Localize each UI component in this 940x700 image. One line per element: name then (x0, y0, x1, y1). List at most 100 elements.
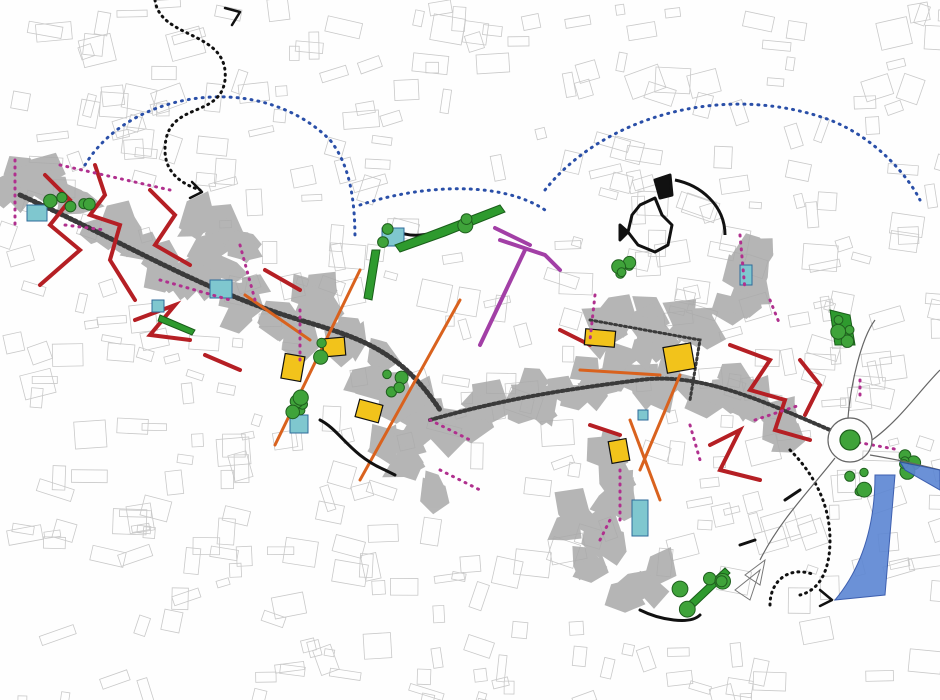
basemap-building (511, 620, 529, 640)
basemap-building (623, 63, 667, 100)
built-block (569, 356, 600, 381)
basemap-building (761, 39, 792, 52)
basemap-building (635, 645, 657, 673)
basemap-building (390, 577, 419, 596)
basemap-building (441, 252, 464, 265)
basemap-building (208, 176, 239, 192)
basemap-building (165, 25, 207, 62)
basemap-building (136, 677, 155, 700)
basemap-building (664, 7, 682, 19)
basemap-building (748, 201, 762, 210)
basemap-building (887, 437, 900, 447)
basemap-building (503, 680, 515, 695)
basemap-building (328, 224, 345, 253)
built-block (554, 488, 590, 532)
basemap-building (331, 559, 369, 588)
basemap-building (813, 116, 831, 144)
basemap-building (846, 385, 873, 412)
tree-icon (856, 481, 873, 498)
basemap-building (371, 134, 393, 146)
basemap-building (813, 298, 834, 310)
tree-icon (859, 467, 869, 478)
basemap-building (495, 654, 508, 683)
basemap-building (574, 59, 601, 84)
tree-icon (844, 325, 855, 335)
basemap-building (428, 0, 453, 17)
tree-icon (56, 191, 68, 204)
basemap-building (237, 81, 271, 104)
basemap-building (614, 3, 626, 16)
basemap-building (111, 128, 130, 141)
basemap-building (282, 536, 319, 568)
basemap-building (133, 614, 152, 638)
basemap-building (51, 465, 67, 491)
magenta-dotted-paths (13, 158, 902, 542)
basemap-building (120, 83, 158, 114)
basemap-building (913, 3, 931, 27)
basemap-building (89, 544, 127, 568)
basemap-building (356, 55, 383, 75)
basemap-building (860, 350, 893, 368)
basemap-building (708, 683, 738, 700)
basemap-building (289, 45, 300, 61)
basemap-building (710, 502, 735, 528)
basemap-building (209, 545, 239, 562)
basemap-building (854, 381, 896, 410)
basemap-building (432, 604, 446, 624)
basemap-building (468, 580, 490, 612)
basemap-building (419, 516, 443, 547)
basemap-building (933, 153, 940, 175)
curved-arrow-icon (188, 6, 834, 608)
basemap-building (233, 454, 250, 484)
basemap-building (836, 469, 857, 494)
basemap-building (100, 334, 123, 345)
basemap-building (907, 648, 940, 675)
basemap-building (35, 478, 75, 502)
tree-icon (830, 323, 847, 340)
basemap-building (142, 526, 156, 539)
basemap-building (866, 360, 881, 386)
tree-icon (292, 389, 309, 406)
built-block (662, 299, 697, 344)
basemap-building (83, 319, 99, 330)
basemap-building (188, 334, 220, 352)
basemap-building (77, 32, 117, 69)
basemap-building (294, 40, 324, 54)
basemap-building (120, 126, 155, 157)
basemap-building (26, 340, 53, 366)
basemap-building (647, 229, 667, 258)
basemap-building (588, 163, 623, 180)
basemap-building (213, 157, 237, 186)
built-block (589, 481, 624, 517)
basemap-building (195, 171, 217, 188)
basemap-building (260, 609, 287, 629)
basemap-building (924, 292, 940, 307)
basemap-building (250, 413, 263, 428)
basemap-building (266, 546, 295, 556)
tree-icon (833, 315, 844, 325)
basemap-building (160, 608, 184, 634)
basemap-building (393, 78, 420, 101)
basemap-building (227, 450, 254, 482)
built-block (635, 570, 670, 609)
basemap-building (356, 174, 382, 206)
basemap-building (99, 669, 131, 690)
tree-icon (840, 334, 855, 348)
basemap-building (365, 479, 398, 501)
basemap-building (306, 638, 323, 659)
basemap-building (459, 555, 482, 574)
basemap-building (760, 507, 802, 545)
basemap-building (787, 587, 811, 614)
basemap-building (364, 158, 391, 170)
tree-icon (616, 267, 627, 278)
basemap-building (383, 270, 399, 282)
basemap-building (350, 481, 375, 502)
basemap-building (300, 637, 317, 654)
basemap-building (599, 656, 616, 680)
basemap-building (134, 147, 158, 160)
basemap-building (636, 190, 669, 217)
basemap-building (615, 51, 628, 73)
built-block (242, 274, 272, 296)
basemap-building (860, 73, 895, 103)
